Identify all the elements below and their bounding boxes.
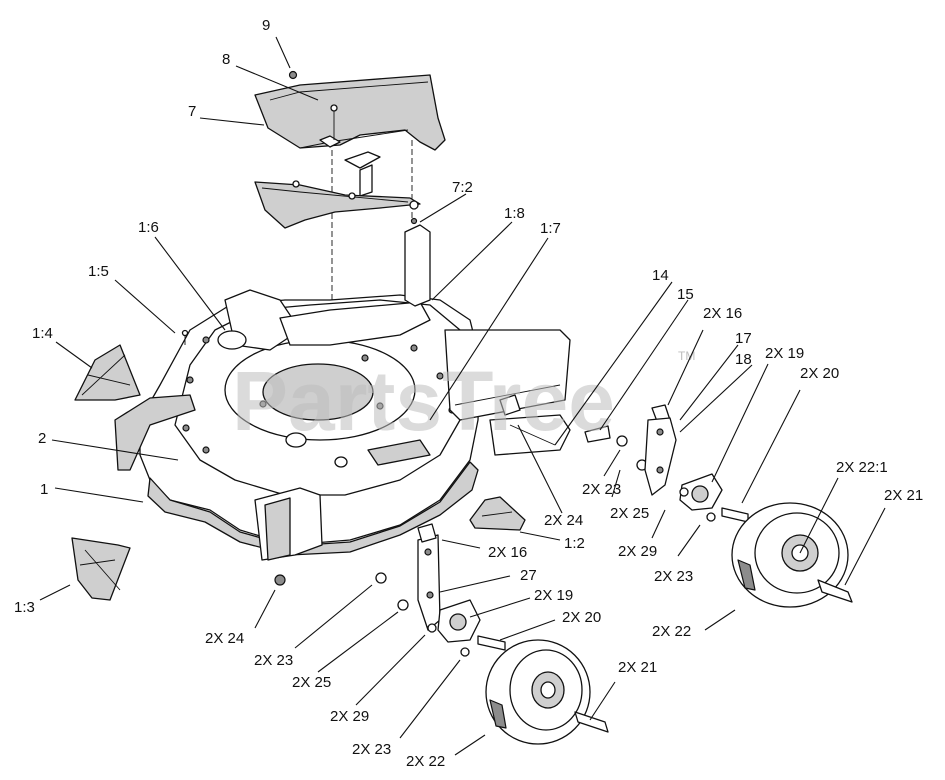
callout-2x21-front: 2X 21 bbox=[618, 659, 657, 676]
callout-14: 14 bbox=[652, 267, 669, 284]
callout-15: 15 bbox=[677, 286, 694, 303]
callout-2x24-rear: 2X 24 bbox=[544, 512, 583, 529]
callout-2x23-rear-a: 2X 23 bbox=[582, 481, 621, 498]
callout-7: 7 bbox=[188, 103, 196, 120]
callout-1-6: 1:6 bbox=[138, 219, 159, 236]
rear-wheel bbox=[731, 502, 853, 608]
rear-wheel-bracket bbox=[679, 473, 749, 523]
callout-2x25-rear: 2X 25 bbox=[610, 505, 649, 522]
callout-1-2: 1:2 bbox=[564, 535, 585, 552]
screw-1-5 bbox=[181, 329, 189, 337]
front-wheel bbox=[485, 639, 609, 745]
callout-2x22-front: 2X 22 bbox=[406, 753, 445, 770]
callout-2x23-rear-b: 2X 23 bbox=[654, 568, 693, 585]
callout-labels: 9 8 7 7:2 1:8 1:7 1:6 1:5 1:4 2 1 1:3 14… bbox=[14, 17, 923, 770]
door-hinge bbox=[331, 140, 413, 360]
callout-27: 27 bbox=[520, 567, 537, 584]
watermark: PartsTree TM bbox=[232, 349, 695, 448]
front-cover-1-3 bbox=[71, 537, 131, 601]
callout-2x19-rear: 2X 19 bbox=[765, 345, 804, 362]
rear-door bbox=[254, 180, 421, 229]
callout-2x19-front: 2X 19 bbox=[534, 587, 573, 604]
callout-2x22-1: 2X 22:1 bbox=[836, 459, 888, 476]
watermark-text: PartsTree bbox=[232, 354, 615, 448]
leader-lines bbox=[39, 36, 886, 756]
callout-2x16-front: 2X 16 bbox=[488, 544, 527, 561]
callout-2x20-front: 2X 20 bbox=[562, 609, 601, 626]
callout-9: 9 bbox=[262, 17, 270, 34]
callout-17: 17 bbox=[735, 330, 752, 347]
front-wheel-bracket bbox=[427, 599, 506, 657]
callout-2x29-rear: 2X 29 bbox=[618, 543, 657, 560]
callout-2: 2 bbox=[38, 430, 46, 447]
rear-door-cover bbox=[254, 70, 446, 151]
side-cover-1-4 bbox=[74, 344, 141, 401]
callout-2x20-rear: 2X 20 bbox=[800, 365, 839, 382]
callout-1-5: 1:5 bbox=[88, 263, 109, 280]
callout-2x25-front: 2X 25 bbox=[292, 674, 331, 691]
callout-1-3: 1:3 bbox=[14, 599, 35, 616]
callout-1-8: 1:8 bbox=[504, 205, 525, 222]
callout-7-2: 7:2 bbox=[452, 179, 473, 196]
callout-2x29-front: 2X 29 bbox=[330, 708, 369, 725]
callout-8: 8 bbox=[222, 51, 230, 68]
rear-axle-bar bbox=[489, 394, 571, 456]
callout-2x23-front-b: 2X 23 bbox=[352, 741, 391, 758]
callout-18: 18 bbox=[735, 351, 752, 368]
callout-1-7: 1:7 bbox=[540, 220, 561, 237]
callout-2x22-rear: 2X 22 bbox=[652, 623, 691, 640]
mower-deck bbox=[114, 224, 571, 561]
callout-2x21-rear: 2X 21 bbox=[884, 487, 923, 504]
parts-drawing bbox=[71, 70, 853, 745]
callout-1: 1 bbox=[40, 481, 48, 498]
callout-2x23-front-a: 2X 23 bbox=[254, 652, 293, 669]
rear-height-lever bbox=[644, 417, 677, 496]
callout-1-4: 1:4 bbox=[32, 325, 53, 342]
watermark-trademark: TM bbox=[678, 349, 695, 363]
callout-2x24-front: 2X 24 bbox=[205, 630, 244, 647]
side-part-1-2 bbox=[469, 496, 526, 531]
callout-2x16-rear: 2X 16 bbox=[703, 305, 742, 322]
